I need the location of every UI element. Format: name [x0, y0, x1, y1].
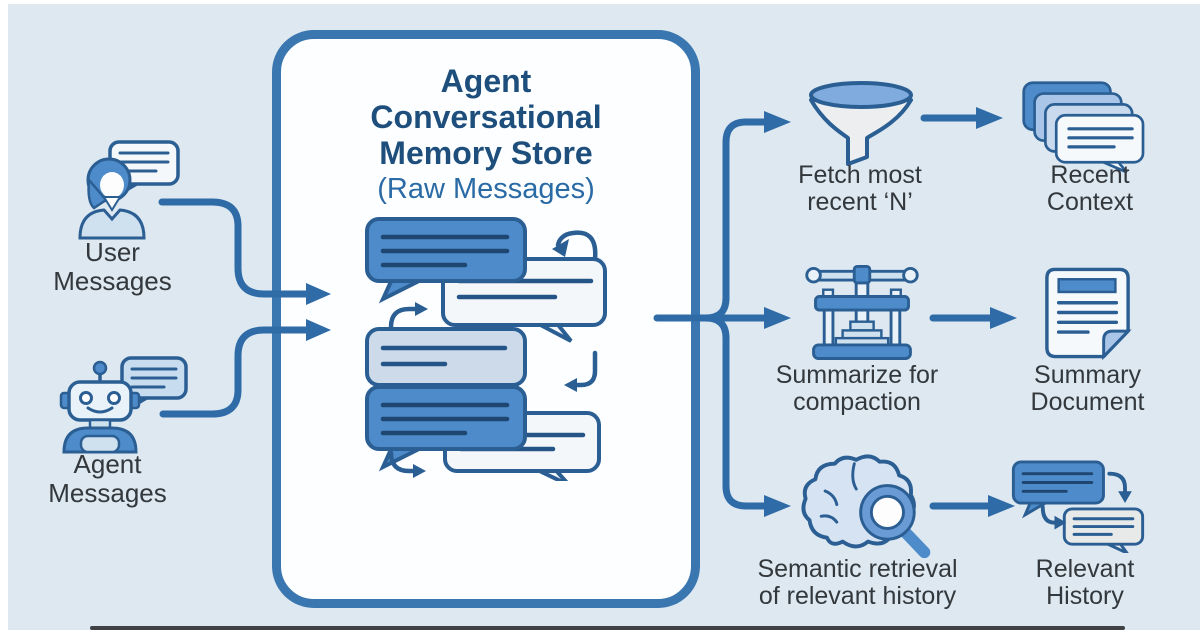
stacked-chat-bubbles-icon	[1022, 81, 1145, 174]
summary-document-label: Summary Document	[1000, 362, 1175, 416]
summarize-label-line-2: compaction	[793, 388, 921, 416]
user-messages-label: User Messages	[30, 238, 195, 296]
summarize-for-compaction-label: Summarize for compaction	[752, 362, 962, 416]
compaction-press-icon	[805, 265, 919, 360]
semantic-label-line-2: of relevant history	[758, 582, 957, 610]
memory-store-title: Agent Conversational Memory Store	[281, 63, 691, 171]
agent-label-line-2: Messages	[48, 478, 167, 508]
recent-context-line-2: Context	[1046, 188, 1134, 216]
title-line-3: Memory Store	[379, 135, 593, 172]
semantic-label-line-1: Semantic retrieval	[757, 555, 958, 583]
fetch-label-line-2: recent ‘N’	[807, 188, 913, 216]
funnel-icon	[809, 81, 913, 166]
bottom-edge-bar	[90, 626, 1125, 630]
fetch-most-recent-label: Fetch most recent ‘N’	[770, 162, 950, 216]
summary-document-icon	[1045, 267, 1132, 360]
chat-bubbles-stack-icon	[365, 217, 607, 481]
memory-store-subtitle: (Raw Messages)	[377, 173, 595, 206]
relevant-history-label: Relevant History	[1005, 556, 1165, 610]
linked-chat-bubbles-icon	[1011, 460, 1145, 553]
title-line-1: Agent	[440, 63, 532, 99]
recent-context-line-1: Recent	[1050, 161, 1130, 189]
robot-with-speech-bubble-icon	[59, 356, 188, 454]
relevant-history-line-1: Relevant	[1035, 555, 1135, 583]
memory-store-box: Agent Conversational Memory Store (Raw M…	[272, 30, 700, 608]
recent-context-label: Recent Context	[1010, 162, 1170, 216]
agent-label-line-1: Agent	[73, 449, 142, 479]
summary-doc-line-2: Document	[1030, 388, 1145, 416]
user-label-line-2: Messages	[53, 266, 172, 296]
fetch-label-line-1: Fetch most	[798, 161, 922, 189]
title-line-2: Conversational	[370, 99, 602, 136]
brain-magnifier-icon	[801, 454, 931, 559]
agent-messages-label: Agent Messages	[25, 450, 190, 508]
summary-doc-line-1: Summary	[1034, 361, 1141, 389]
summarize-label-line-1: Summarize for	[775, 361, 939, 389]
semantic-retrieval-label: Semantic retrieval of relevant history	[735, 556, 980, 610]
user-label-line-1: User	[85, 237, 140, 267]
relevant-history-line-2: History	[1046, 582, 1124, 610]
user-with-speech-bubble-icon	[78, 140, 180, 240]
